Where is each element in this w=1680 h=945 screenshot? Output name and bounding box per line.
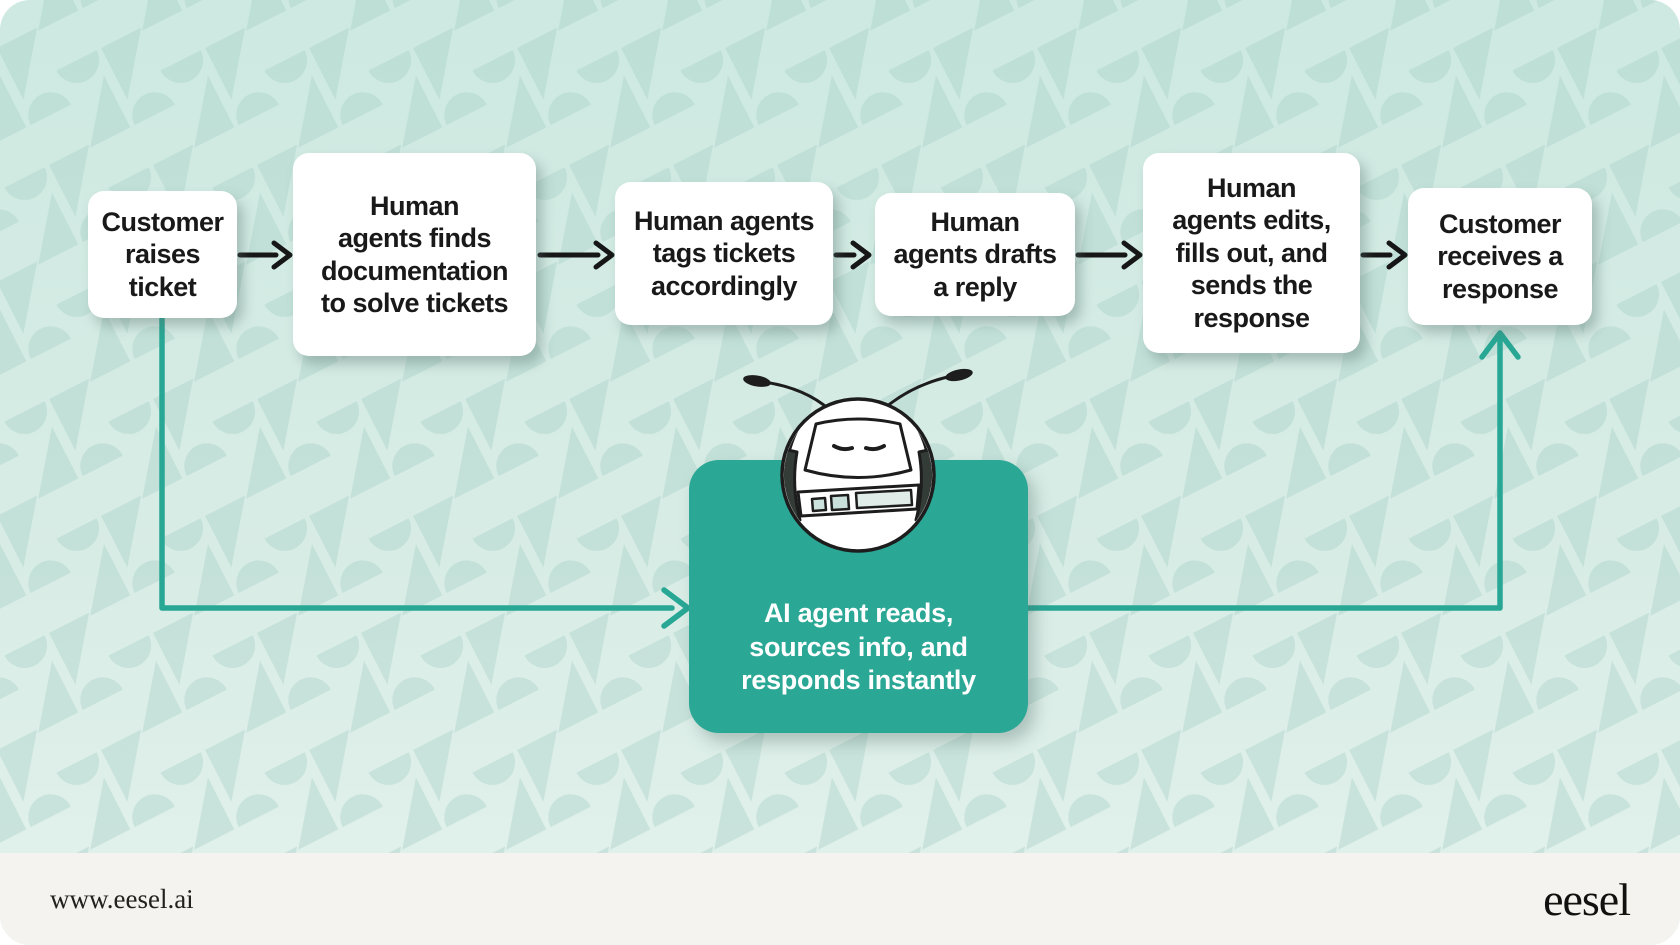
flow-step-tag-tickets: Human agents tags tickets accordingly	[615, 182, 833, 325]
flow-step-draft-reply: Human agents drafts a reply	[875, 193, 1075, 316]
teal-elbow-arrow-icon	[159, 307, 1521, 629]
flow-step-label: Human agents drafts a reply	[893, 206, 1057, 302]
arrow-right-icon	[1360, 240, 1408, 270]
robot-head-icon	[743, 368, 973, 553]
flow-step-label: Human agents tags tickets accordingly	[633, 205, 815, 301]
flow-step-customer-raises-ticket: Customer raises ticket	[88, 191, 237, 318]
arrow-right-icon	[237, 240, 293, 270]
flow-step-find-documentation: Human agents finds documentation to solv…	[293, 153, 536, 356]
flow-step-edit-and-send: Human agents edits, fills out, and sends…	[1143, 153, 1360, 353]
eesel-logo: eesel	[1543, 873, 1631, 925]
footer: www.eesel.ai eesel	[0, 853, 1680, 945]
arrow-right-icon	[537, 240, 615, 270]
arrow-right-icon	[1075, 240, 1143, 270]
arrow-right-icon	[833, 240, 872, 270]
flow-step-label: Human agents edits, fills out, and sends…	[1172, 173, 1331, 333]
flow-step-label: Human agents finds documentation to solv…	[320, 190, 509, 318]
ai-agent-box: AI agent reads, sources info, and respon…	[689, 460, 1028, 733]
flow-step-customer-receives-response: Customer receives a response	[1408, 188, 1592, 325]
ai-agent-label: AI agent reads, sources info, and respon…	[741, 598, 976, 695]
flow-step-label: Customer receives a response	[1437, 208, 1563, 304]
flow-step-label: Customer raises ticket	[101, 206, 224, 302]
website-url: www.eesel.ai	[50, 883, 194, 914]
